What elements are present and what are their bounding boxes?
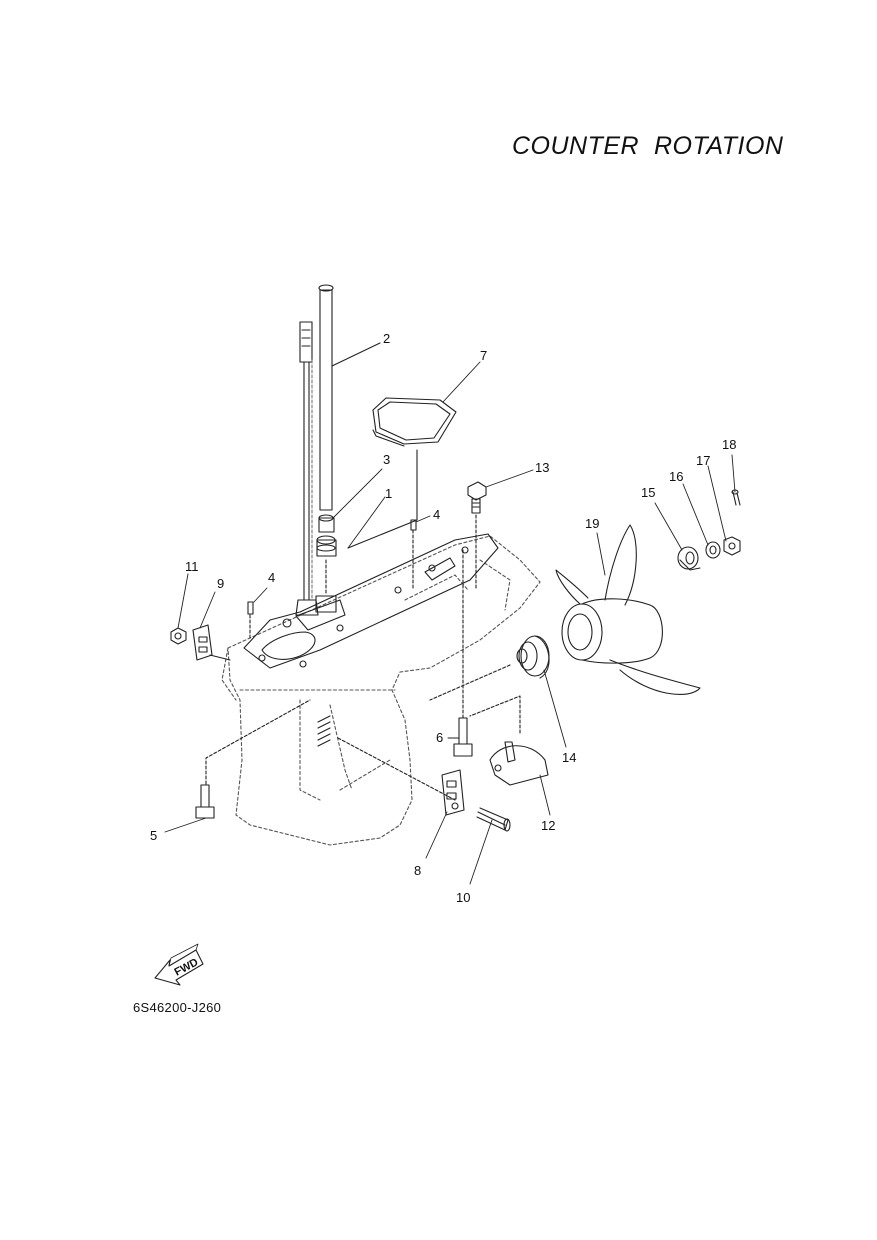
callout-10: 10 xyxy=(456,890,470,905)
bolt-13 xyxy=(467,481,487,514)
dowel-pin-left xyxy=(247,601,254,615)
diagram-title: COUNTER ROTATION xyxy=(512,132,784,160)
water-tube xyxy=(318,284,381,511)
callout-17: 17 xyxy=(696,453,710,468)
callout-4-left: 4 xyxy=(268,570,275,585)
drive-shaft xyxy=(295,321,319,616)
callout-9: 9 xyxy=(217,576,224,591)
anode-8 xyxy=(441,769,465,816)
washer-15 xyxy=(677,546,701,571)
callout-7: 7 xyxy=(480,348,487,363)
callout-13: 13 xyxy=(535,460,549,475)
callout-14: 14 xyxy=(562,750,576,765)
nut-17 xyxy=(723,536,741,556)
gasket-7 xyxy=(372,397,457,447)
callout-16: 16 xyxy=(669,469,683,484)
callout-11: 11 xyxy=(185,559,199,574)
bolt-6 xyxy=(453,717,473,757)
callout-19: 19 xyxy=(585,516,599,531)
callout-18: 18 xyxy=(722,437,736,452)
callout-8: 8 xyxy=(414,863,421,878)
casing-vent-ribs xyxy=(317,715,331,747)
callout-leaders xyxy=(164,361,736,885)
cap-14 xyxy=(516,635,550,679)
propeller-19 xyxy=(555,524,701,695)
fwd-arrow-icon xyxy=(154,943,204,986)
callout-4-right: 4 xyxy=(433,507,440,522)
callout-15: 15 xyxy=(641,485,655,500)
fwd-label: FWD xyxy=(173,956,201,978)
anode-9 xyxy=(192,624,231,661)
grommet-1 xyxy=(316,535,337,557)
callout-6: 6 xyxy=(436,730,443,745)
casing-top-plate xyxy=(243,533,499,669)
screw-10 xyxy=(476,807,511,832)
callout-1: 1 xyxy=(385,486,392,501)
washer-16 xyxy=(705,541,721,559)
callout-3: 3 xyxy=(383,452,390,467)
callout-12: 12 xyxy=(541,818,555,833)
callout-5: 5 xyxy=(150,828,157,843)
trim-tab-12 xyxy=(489,741,549,786)
bolt-5 xyxy=(195,784,215,819)
cotter-pin-18 xyxy=(731,489,741,506)
grommet-3 xyxy=(318,514,335,533)
nut-11 xyxy=(170,627,187,645)
callout-2: 2 xyxy=(383,331,390,346)
diagram-code: 6S46200-J260 xyxy=(133,1000,222,1015)
